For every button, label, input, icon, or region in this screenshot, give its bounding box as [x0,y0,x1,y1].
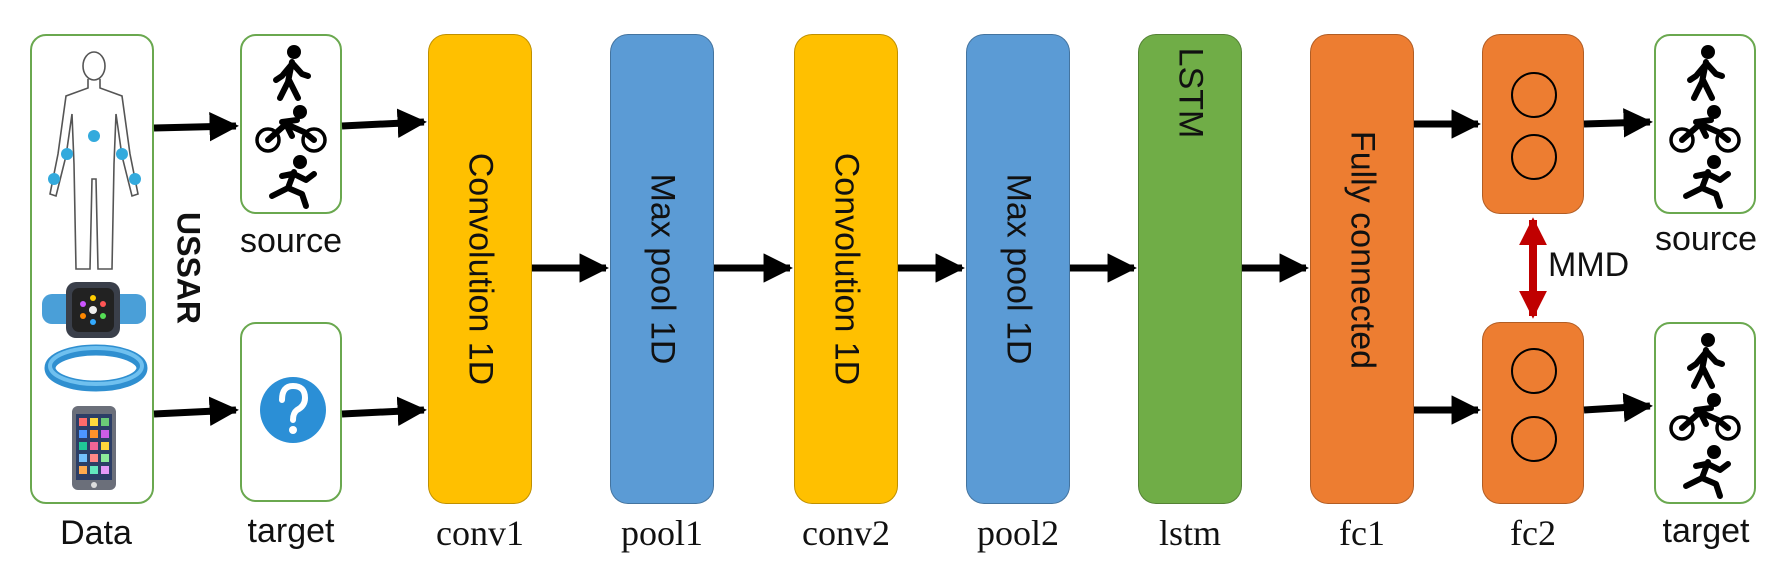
conv1-layer: Convolution 1D [428,34,532,504]
fc2-neuron [1511,72,1557,118]
conv2-layer: Convolution 1D [794,34,898,504]
data-label: Data [60,514,132,552]
source-input-box [240,34,342,214]
fc2-neuron [1511,416,1557,462]
fc1-label: fc1 [1339,513,1385,553]
fc1-layer: Fully connected [1310,34,1414,504]
fc2-neuron [1511,134,1557,180]
arrow [153,111,239,142]
cycling-icon [1669,393,1741,441]
smartphone-icon [72,406,116,490]
cycling-icon [255,105,327,153]
cycling-icon [1669,105,1741,153]
walking-icon [273,45,311,101]
lstm-label: lstm [1158,513,1221,553]
pool1-layer: Max pool 1D [610,34,714,504]
pool2-layer: Max pool 1D [966,34,1070,504]
arrow [341,396,427,426]
source-output-label: source [1654,220,1758,258]
question-icon [260,377,326,443]
target-output-label: target [1662,512,1750,550]
pool2-label: pool2 [976,513,1059,553]
pool1-label: pool1 [620,513,703,553]
lstm-layer: LSTM [1138,34,1242,504]
target-output-box [1654,322,1756,504]
data-box [30,34,154,504]
walking-icon [1687,45,1725,101]
target-input-box [240,322,342,502]
arrow [1583,108,1653,138]
arrow [1583,392,1653,423]
arrow [153,396,239,426]
running-icon [1683,155,1731,209]
smartwatch-icon [42,282,146,338]
fc2-source-block [1482,34,1584,214]
running-icon [269,155,317,209]
walking-icon [1687,333,1725,389]
arrow [341,108,427,138]
running-icon [1683,445,1731,499]
conv2-label: conv2 [802,513,890,553]
target-input-label: target [247,512,335,550]
fc2-target-block [1482,322,1584,504]
wristband-icon [44,344,148,392]
fc2-neuron [1511,348,1557,394]
human-body-icon [48,51,141,270]
source-input-label: source [239,222,343,260]
source-output-box [1654,34,1756,214]
conv1-label: conv1 [436,513,524,553]
mmd-label: MMD [1548,246,1630,284]
fc2-label: fc2 [1510,513,1556,553]
